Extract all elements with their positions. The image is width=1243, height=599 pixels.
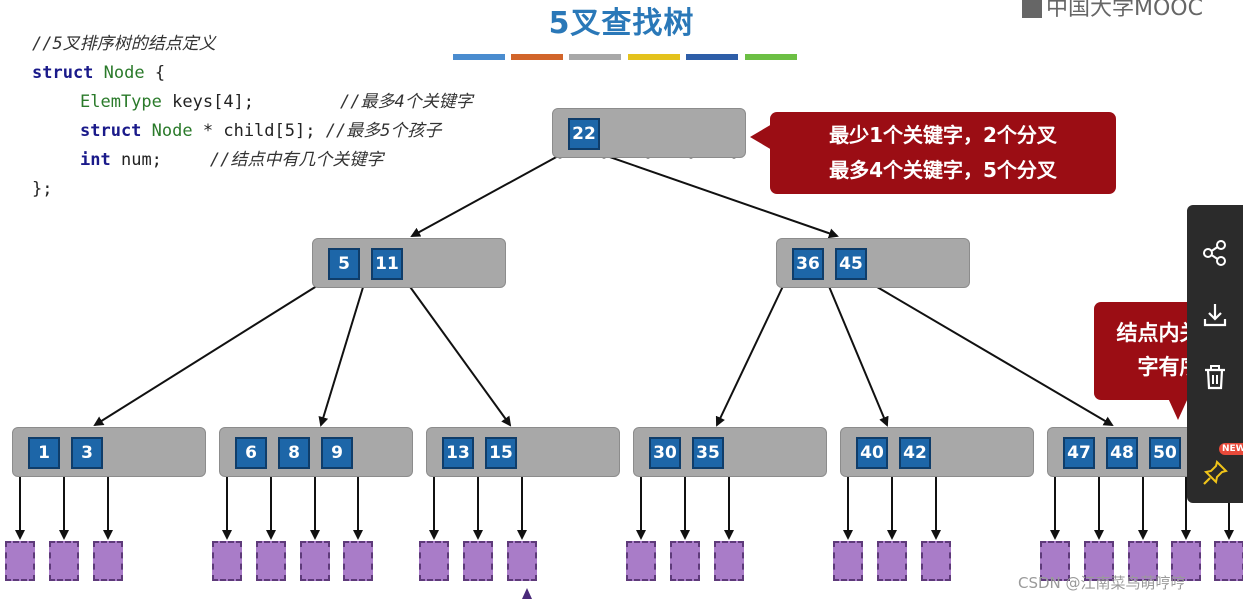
edge-l1-1-1 [827, 283, 889, 427]
key-cell: 35 [692, 437, 724, 469]
key-cell: 42 [899, 437, 931, 469]
key-cell: 3 [71, 437, 103, 469]
key-cell: 13 [442, 437, 474, 469]
mooc-logo: 中国大学MOOC [1022, 0, 1203, 21]
key-cell: 50 [1149, 437, 1181, 469]
cursor-marker [522, 588, 532, 599]
key-cell: 30 [649, 437, 681, 469]
failure-node [1128, 541, 1158, 581]
edge-l1-0-2 [407, 283, 512, 427]
tree-node-root: 22 [552, 108, 746, 158]
edge-root-left [410, 154, 561, 237]
failure-node [833, 541, 863, 581]
floating-toolbar [1187, 205, 1243, 503]
code-block: //5叉排序树的结点定义 struct Node { ElemType keys… [32, 30, 473, 204]
failure-node [49, 541, 79, 581]
edge-l1-1-0 [715, 283, 785, 427]
edge-l1-0-1 [318, 283, 365, 427]
code-type: Node [151, 121, 193, 141]
callout-node-limits: 最少1个关键字，2个分叉 最多4个关键字，5个分叉 [770, 112, 1116, 194]
failure-node [507, 541, 537, 581]
key-cell: 47 [1063, 437, 1095, 469]
failure-node [300, 541, 330, 581]
failure-node [921, 541, 951, 581]
failure-node [670, 541, 700, 581]
accent-bar-4 [628, 54, 680, 60]
key-cell: 6 [235, 437, 267, 469]
key-cell: 15 [485, 437, 517, 469]
tree-node-l2-2: 6 8 9 [219, 427, 413, 477]
key-cell: 48 [1106, 437, 1138, 469]
code-type: ElemType [80, 92, 162, 112]
trash-icon[interactable] [1201, 363, 1229, 391]
download-icon[interactable] [1201, 301, 1229, 329]
failure-node [877, 541, 907, 581]
code-keyword: int [80, 150, 111, 170]
code-text: * child[5]; [202, 121, 316, 141]
pin-icon[interactable] [1201, 459, 1229, 487]
key-cell: 8 [278, 437, 310, 469]
code-text: num; [120, 150, 162, 170]
callout-line: 最少1个关键字，2个分叉 [829, 123, 1057, 147]
watermark: CSDN @江南菜鸟萌哼哼 [1018, 574, 1186, 592]
key-cell: 40 [856, 437, 888, 469]
failure-node [5, 541, 35, 581]
failure-node [1171, 541, 1201, 581]
tree-node-l1-left: 5 11 [312, 238, 506, 288]
callout-line: 最多4个关键字，5个分叉 [829, 158, 1057, 182]
code-comment: //结点中有几个关键字 [209, 150, 384, 170]
failure-node [1214, 541, 1243, 581]
code-type: Node [103, 63, 145, 83]
code-comment: //最多4个关键字 [340, 92, 473, 112]
code-comment: //最多5个孩子 [325, 121, 442, 141]
key-cell: 1 [28, 437, 60, 469]
failure-node [1084, 541, 1114, 581]
accent-bar-5 [686, 54, 738, 60]
code-keyword: struct [80, 121, 142, 141]
accent-bar-2 [511, 54, 563, 60]
edge-l1-1-2 [871, 283, 1114, 427]
edge-l1-0-0 [93, 283, 321, 427]
share-icon[interactable] [1201, 239, 1229, 267]
failure-node [626, 541, 656, 581]
code-brace: { [154, 63, 166, 83]
tree-node-l1-right: 36 45 [776, 238, 970, 288]
key-cell: 36 [792, 248, 824, 280]
accent-bar-1 [453, 54, 505, 60]
key-cell: 45 [835, 248, 867, 280]
failure-node [93, 541, 123, 581]
callout-pointer [1168, 398, 1188, 420]
key-cell: 11 [371, 248, 403, 280]
key-cell: 5 [328, 248, 360, 280]
edge-root-right [603, 154, 839, 239]
tree-node-l2-1: 1 3 [12, 427, 206, 477]
code-text: keys[4]; [172, 92, 255, 112]
code-keyword: struct [32, 63, 94, 83]
key-cell: 9 [321, 437, 353, 469]
tree-node-l2-4: 30 35 [633, 427, 827, 477]
code-close: }; [32, 179, 53, 199]
accent-bar-6 [745, 54, 797, 60]
logo-text: 中国大学MOOC [1046, 0, 1203, 21]
failure-node [1040, 541, 1070, 581]
diagram-title: 5叉查找树 [548, 6, 695, 41]
logo-icon [1022, 0, 1042, 18]
failure-node [212, 541, 242, 581]
tree-node-l2-3: 13 15 [426, 427, 620, 477]
accent-bar-3 [569, 54, 621, 60]
new-badge: NEW [1219, 443, 1243, 455]
key-cell: 22 [568, 118, 600, 150]
failure-node [419, 541, 449, 581]
callout-pointer [750, 124, 772, 150]
failure-node [343, 541, 373, 581]
failure-node [256, 541, 286, 581]
code-comment-title: //5叉排序树的结点定义 [32, 34, 216, 54]
tree-node-l2-5: 40 42 [840, 427, 1034, 477]
failure-node [714, 541, 744, 581]
failure-node [463, 541, 493, 581]
